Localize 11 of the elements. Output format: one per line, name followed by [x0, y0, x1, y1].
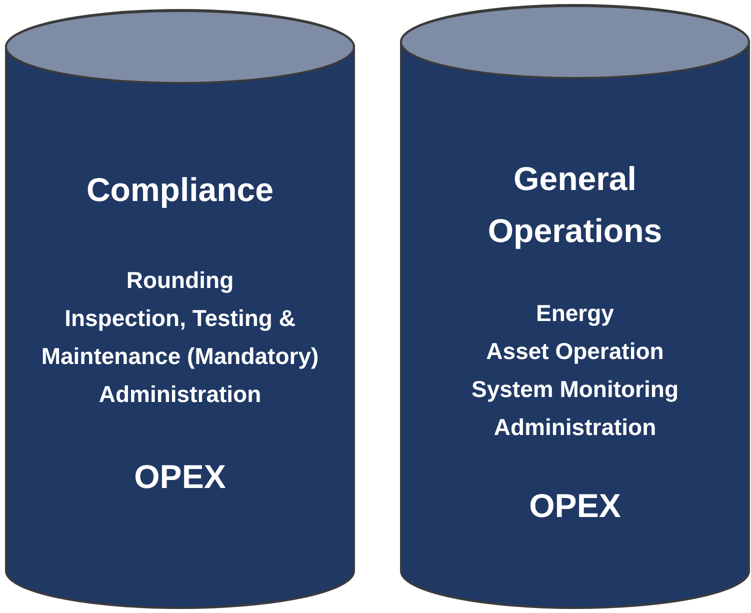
list-item: Administration [98, 380, 262, 409]
list-item: Inspection, Testing & Maintenance (Mandatory) [40, 304, 320, 371]
cylinder-footer: OPEX [134, 457, 226, 497]
list-item: Energy [535, 299, 615, 328]
cylinder-footer: OPEX [529, 486, 621, 526]
cylinder-title: General Operations [486, 159, 664, 251]
list-item: Asset Operation [485, 337, 665, 366]
list-item: Rounding [125, 266, 235, 295]
cylinder-title: Compliance [85, 170, 275, 210]
list-item: Administration [492, 413, 658, 442]
list-item: System Monitoring [470, 375, 680, 404]
